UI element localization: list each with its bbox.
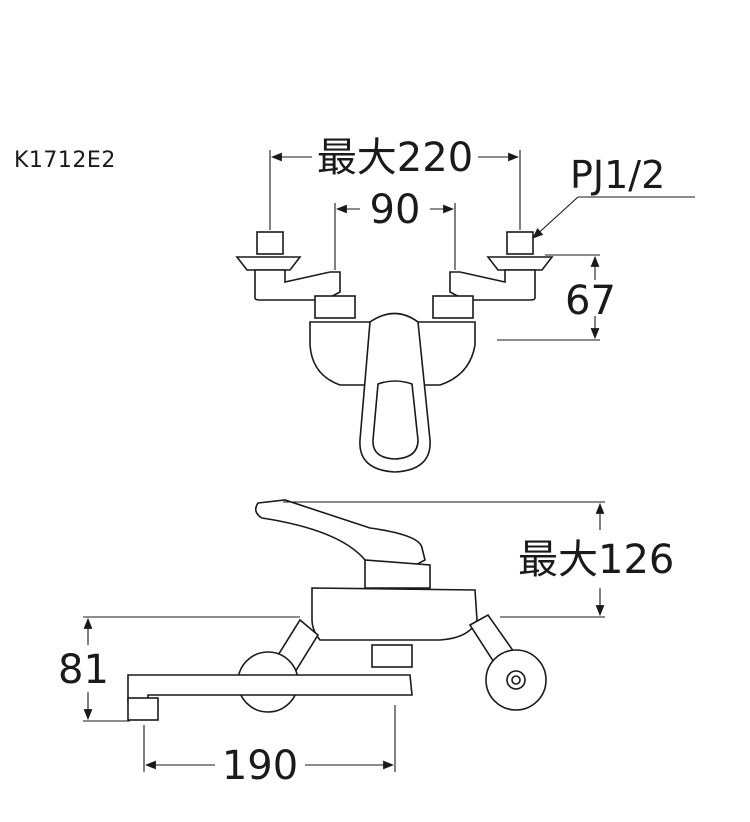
faucet-body-side — [311, 587, 478, 641]
spout-outlet — [127, 697, 159, 721]
lever-handle-side — [254, 499, 426, 573]
left-hex-nut — [314, 295, 356, 319]
top-view: 最大220 90 PJ1/2 67 — [235, 135, 695, 473]
dimension-max-height: 最大126 — [283, 501, 674, 618]
dim-label-max-width: 最大220 — [317, 135, 473, 181]
dim-label-max-height: 最大126 — [518, 537, 674, 583]
dimension-center: 90 — [334, 187, 456, 270]
dim-label-center: 90 — [370, 187, 421, 233]
dim-label-spout-height: 81 — [58, 647, 109, 693]
dimension-spout-reach: 190 — [143, 705, 396, 789]
dimension-height: 67 — [497, 254, 616, 341]
side-view: 最大126 81 190 — [58, 499, 674, 789]
dim-label-height: 67 — [565, 278, 616, 324]
right-hex-nut — [432, 295, 474, 319]
dimension-spout-height: 81 — [58, 616, 300, 722]
dimension-thread: PJ1/2 — [532, 153, 695, 239]
model-number: K1712E2 — [14, 148, 116, 173]
left-connector — [235, 231, 341, 301]
dim-label-thread: PJ1/2 — [570, 153, 665, 197]
dimension-max-width: 最大220 — [269, 135, 521, 230]
right-connector — [449, 231, 554, 301]
dim-label-spout-reach: 190 — [222, 743, 298, 789]
spout-joint-nut — [371, 644, 413, 668]
